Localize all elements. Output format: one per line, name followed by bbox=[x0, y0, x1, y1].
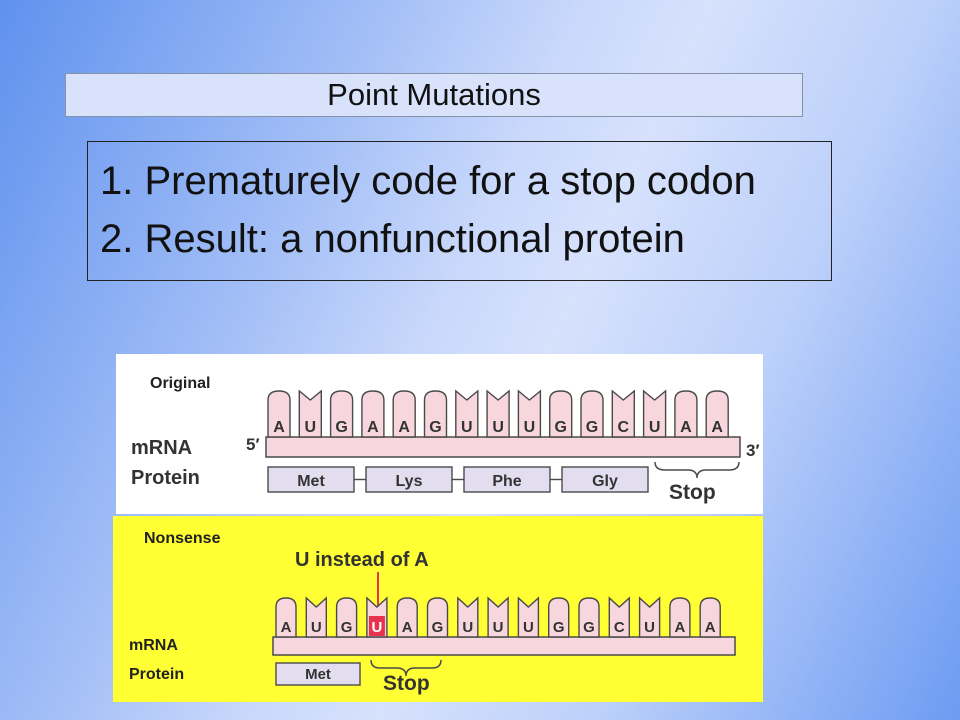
nonsense-mrna-label: mRNA bbox=[129, 637, 178, 654]
original-amino-acid-label: Phe bbox=[492, 473, 521, 490]
nonsense-base-shape bbox=[275, 597, 297, 638]
original-amino-acid-label: Met bbox=[297, 473, 325, 490]
original-base-letter: A bbox=[711, 419, 723, 436]
original-base-letter: A bbox=[273, 419, 285, 436]
original-base-letter: G bbox=[429, 419, 441, 436]
original-stop-label: Stop bbox=[669, 481, 716, 504]
nonsense-base-shape bbox=[335, 597, 358, 638]
original-base-shape bbox=[329, 390, 354, 438]
original-amino-acids: Met Lys Phe Gly bbox=[267, 466, 649, 493]
nonsense-base-shape bbox=[548, 597, 570, 638]
nonsense-base-letter: U bbox=[371, 619, 382, 636]
nonsense-amino-acid-label: Met bbox=[305, 666, 331, 683]
nonsense-base-letter: U bbox=[644, 619, 655, 636]
original-protein-label: Protein bbox=[131, 467, 200, 489]
original-amino-acid-box bbox=[561, 466, 649, 493]
original-amino-acid-box bbox=[365, 466, 453, 493]
nonsense-base-letter: A bbox=[281, 619, 292, 636]
mutation-annotation: U instead of A bbox=[295, 549, 429, 571]
original-base-letter: U bbox=[492, 419, 504, 436]
nonsense-protein-label: Protein bbox=[129, 666, 184, 683]
nonsense-amino-acid-box bbox=[275, 662, 361, 686]
slide-title: Point Mutations bbox=[327, 77, 541, 112]
original-amino-acid-label: Lys bbox=[396, 473, 423, 490]
nonsense-strand bbox=[272, 636, 736, 656]
original-base-shape bbox=[423, 390, 448, 438]
nonsense-base-letter: C bbox=[614, 619, 625, 636]
original-base-letter: A bbox=[398, 419, 410, 436]
nonsense-base-shape bbox=[396, 597, 418, 638]
original-base-shape bbox=[549, 390, 573, 438]
nonsense-base-shape bbox=[608, 596, 630, 638]
original-base-letter: G bbox=[335, 419, 347, 436]
nonsense-amino-acids: Met bbox=[275, 662, 361, 686]
nonsense-base-letter: A bbox=[674, 619, 685, 636]
nonsense-stop-label: Stop bbox=[383, 672, 430, 695]
original-base-letter: A bbox=[367, 419, 379, 436]
five-prime-label: 5′ bbox=[246, 435, 260, 454]
original-base-letter: U bbox=[305, 419, 317, 436]
original-label: Original bbox=[150, 375, 210, 392]
original-base-shape bbox=[486, 389, 510, 438]
point-1: 1. Prematurely code for a stop codon bbox=[100, 159, 756, 203]
nonsense-base-shape bbox=[305, 596, 327, 638]
nonsense-base-shape bbox=[699, 597, 721, 638]
nonsense-base-letter: U bbox=[311, 619, 322, 636]
nonsense-base-shape bbox=[578, 597, 600, 638]
original-base-shape bbox=[705, 390, 729, 438]
nonsense-base-letter: G bbox=[553, 619, 565, 636]
original-base-shape bbox=[361, 390, 385, 438]
nonsense-base-shape bbox=[517, 596, 540, 638]
original-base-shape bbox=[674, 390, 698, 438]
original-base-shape bbox=[298, 389, 322, 438]
original-stop-bracket bbox=[654, 461, 740, 479]
nonsense-base-letter: G bbox=[341, 619, 353, 636]
nonsense-label: Nonsense bbox=[144, 530, 221, 547]
original-base-letter: U bbox=[524, 419, 536, 436]
original-base-shape bbox=[611, 389, 635, 438]
three-prime-label: 3′ bbox=[746, 441, 760, 460]
original-amino-acid-box bbox=[463, 466, 551, 493]
original-amino-acid-box bbox=[267, 466, 355, 493]
original-base-shape bbox=[455, 389, 479, 438]
nonsense-base-shape bbox=[426, 597, 449, 638]
nonsense-base-shape bbox=[457, 596, 479, 638]
original-mrna-label: mRNA bbox=[131, 437, 192, 459]
points-box: 1. Prematurely code for a stop codon 2. … bbox=[87, 141, 832, 281]
nonsense-mutated-base-highlight bbox=[368, 616, 385, 636]
original-base-letter: U bbox=[649, 419, 661, 436]
title-box: Point Mutations bbox=[65, 73, 803, 117]
nonsense-base-letter: A bbox=[402, 619, 413, 636]
original-base-shape bbox=[517, 389, 542, 438]
original-base-shape bbox=[580, 390, 604, 438]
nonsense-base-letter: U bbox=[462, 619, 473, 636]
original-base-letter: U bbox=[461, 419, 473, 436]
original-strand bbox=[265, 436, 741, 458]
nonsense-base-shape bbox=[487, 596, 509, 638]
nonsense-stop-bracket bbox=[370, 659, 442, 677]
original-amino-acid-label: Gly bbox=[592, 473, 618, 490]
nonsense-base-shape bbox=[638, 596, 661, 638]
nonsense-base-letter: U bbox=[523, 619, 534, 636]
original-base-letter: G bbox=[586, 419, 598, 436]
original-base-shape bbox=[267, 390, 291, 438]
original-base-letter: A bbox=[680, 419, 692, 436]
point-2: 2. Result: a nonfunctional protein bbox=[100, 217, 685, 261]
original-base-shape bbox=[642, 389, 667, 438]
original-base-letter: C bbox=[618, 419, 630, 436]
original-base-letter: G bbox=[554, 419, 566, 436]
nonsense-base-shape bbox=[669, 597, 691, 638]
nonsense-base-letter: U bbox=[493, 619, 504, 636]
nonsense-label-panel bbox=[113, 516, 261, 702]
original-base-shape bbox=[392, 390, 416, 438]
nonsense-base-letter: A bbox=[705, 619, 716, 636]
nonsense-base-letter: G bbox=[583, 619, 595, 636]
nonsense-base-letter: G bbox=[432, 619, 444, 636]
